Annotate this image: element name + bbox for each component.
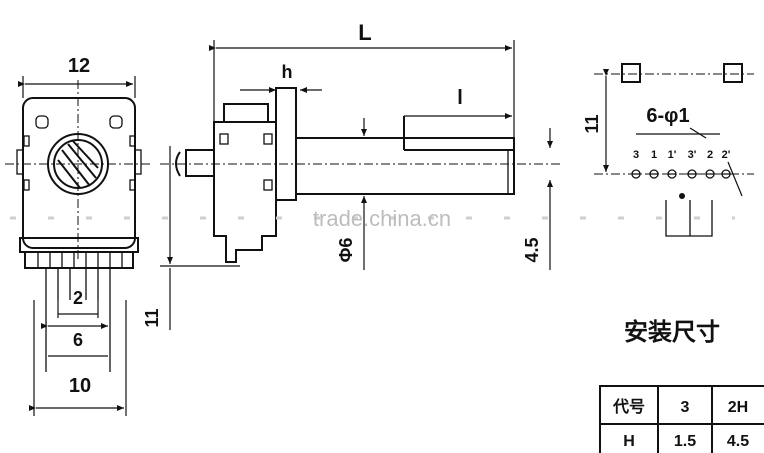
pin-legs <box>45 268 111 372</box>
holes-leader <box>689 127 707 139</box>
table-header-3: 3 <box>681 399 690 416</box>
front-view: 12 2 6 10 <box>5 55 152 416</box>
dim-L-label: L <box>358 20 371 45</box>
dim-l-label: l <box>457 87 463 109</box>
table-header-code: 代号 <box>612 397 645 416</box>
housing-body <box>213 121 277 263</box>
table-cell-h: H <box>623 433 635 450</box>
side-view: L h l Φ6 4.5 <box>142 20 562 330</box>
pin-header <box>24 251 134 269</box>
mount-hole-right <box>109 115 123 129</box>
side-notch-2 <box>23 179 30 191</box>
dim-dia6-label: Φ6 <box>336 238 356 263</box>
side-notch-3 <box>129 135 136 147</box>
table-cell-4-5: 4.5 <box>727 433 749 450</box>
bushing <box>275 87 297 201</box>
spec-table: 代号 3 2H H 1.5 4.5 <box>599 385 764 453</box>
pin-number-6: 2' <box>722 149 731 161</box>
mount-hole-left <box>35 115 49 129</box>
table-border <box>599 385 764 453</box>
dim-10-label: 10 <box>69 375 91 397</box>
install-label: 安装尺寸 <box>624 318 720 346</box>
side-tab-right <box>134 149 142 175</box>
dim-11-left-label: 11 <box>142 308 162 327</box>
dim-4-5-label: 4.5 <box>522 237 542 262</box>
terminal-tip <box>175 151 181 177</box>
dim-11-right-label: 11 <box>582 114 602 133</box>
side-terminal <box>185 149 214 177</box>
side-square-2 <box>263 179 273 191</box>
front-base <box>19 237 139 253</box>
pcb-pad-right <box>723 63 743 83</box>
dim-h-label: h <box>282 62 293 82</box>
pcb-slant-line <box>727 161 743 197</box>
pin-number-5: 2 <box>707 149 713 161</box>
pcb-dot <box>679 193 685 199</box>
side-tab-left <box>16 149 24 175</box>
holes-label: 6-φ1 <box>646 105 689 127</box>
dim-2-label: 2 <box>73 288 83 308</box>
side-square-1 <box>263 133 273 145</box>
side-notch-1 <box>23 135 30 147</box>
dim-12-label: 12 <box>68 55 90 77</box>
dim-6-label: 6 <box>73 330 83 350</box>
shaft-hatch <box>57 139 99 189</box>
pcb-bracket <box>665 200 713 237</box>
pin-number-4: 3' <box>688 149 697 161</box>
watermark-text: trade.china.cn <box>313 206 451 231</box>
pin-dividers <box>37 252 123 268</box>
pin-number-1: 3 <box>633 149 639 161</box>
side-square-3 <box>219 133 229 145</box>
pin-number-2: 1 <box>651 149 657 161</box>
table-cell-1-5: 1.5 <box>674 433 696 450</box>
table-header-2h: 2H <box>728 399 748 416</box>
pcb-pad-left <box>621 63 641 83</box>
watermark: trade.china.cn <box>10 206 735 231</box>
bracket-top <box>223 103 269 123</box>
pcb-layout: 11 6-φ1 3 1 1' 3' 2 2' 安装尺寸 <box>582 63 754 346</box>
side-notch-4 <box>129 179 136 191</box>
pin-number-3: 1' <box>668 149 677 161</box>
